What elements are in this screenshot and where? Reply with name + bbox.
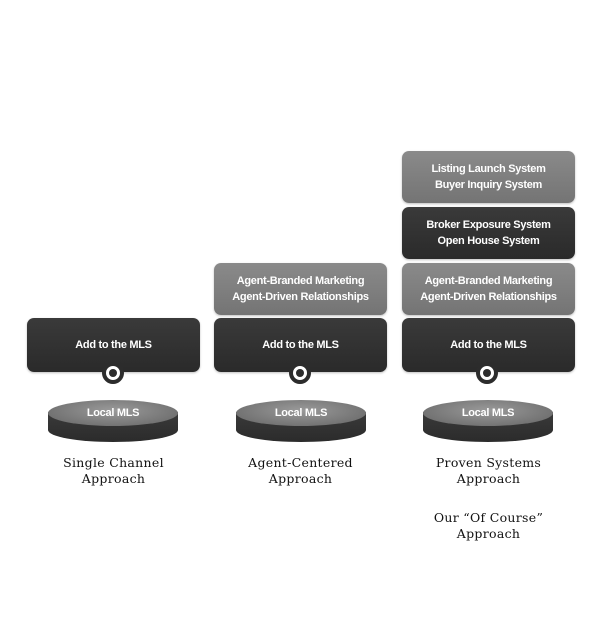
col2-agent-marketing-block: Agent-Branded Marketing Agent-Driven Rel… xyxy=(214,263,387,315)
caption-line: Proven Systems xyxy=(435,455,542,470)
disk-top-label: Local MLS xyxy=(423,400,553,426)
subcaption-line: Approach xyxy=(456,526,521,541)
col3-caption: Proven Systems Approach xyxy=(402,455,575,487)
block-line: Add to the MLS xyxy=(75,339,152,351)
caption-line: Single Channel xyxy=(63,455,164,470)
block-line: Agent-Branded Marketing xyxy=(424,275,553,287)
disk-top-label: Local MLS xyxy=(48,400,178,426)
caption-line: Approach xyxy=(81,471,146,486)
col3-subcaption: Our “Of Course” Approach xyxy=(402,510,575,542)
col1-connector-icon xyxy=(102,362,124,384)
col2-caption: Agent-Centered Approach xyxy=(214,455,387,487)
caption-line: Agent-Centered xyxy=(248,455,353,470)
block-line: Add to the MLS xyxy=(450,339,527,351)
block-line: Broker Exposure System xyxy=(426,219,551,231)
col3-agent-marketing-block: Agent-Branded Marketing Agent-Driven Rel… xyxy=(402,263,575,315)
subcaption-line: Our “Of Course” xyxy=(433,510,544,525)
block-line: Add to the MLS xyxy=(262,339,339,351)
caption-line: Approach xyxy=(456,471,521,486)
col2-local-mls-disk: Local MLS xyxy=(236,400,366,444)
block-line: Agent-Driven Relationships xyxy=(420,291,557,303)
block-line: Buyer Inquiry System xyxy=(434,179,543,191)
caption-line: Approach xyxy=(268,471,333,486)
col1-caption: Single Channel Approach xyxy=(27,455,200,487)
col1-local-mls-disk: Local MLS xyxy=(48,400,178,444)
col3-connector-icon xyxy=(476,362,498,384)
block-line: Agent-Driven Relationships xyxy=(232,291,369,303)
block-line: Open House System xyxy=(437,235,540,247)
col3-local-mls-disk: Local MLS xyxy=(423,400,553,444)
block-line: Listing Launch System xyxy=(431,163,546,175)
block-line: Agent-Branded Marketing xyxy=(236,275,365,287)
disk-top-label: Local MLS xyxy=(236,400,366,426)
col3-broker-exposure-block: Broker Exposure System Open House System xyxy=(402,207,575,259)
col2-connector-icon xyxy=(289,362,311,384)
col3-listing-launch-block: Listing Launch System Buyer Inquiry Syst… xyxy=(402,151,575,203)
